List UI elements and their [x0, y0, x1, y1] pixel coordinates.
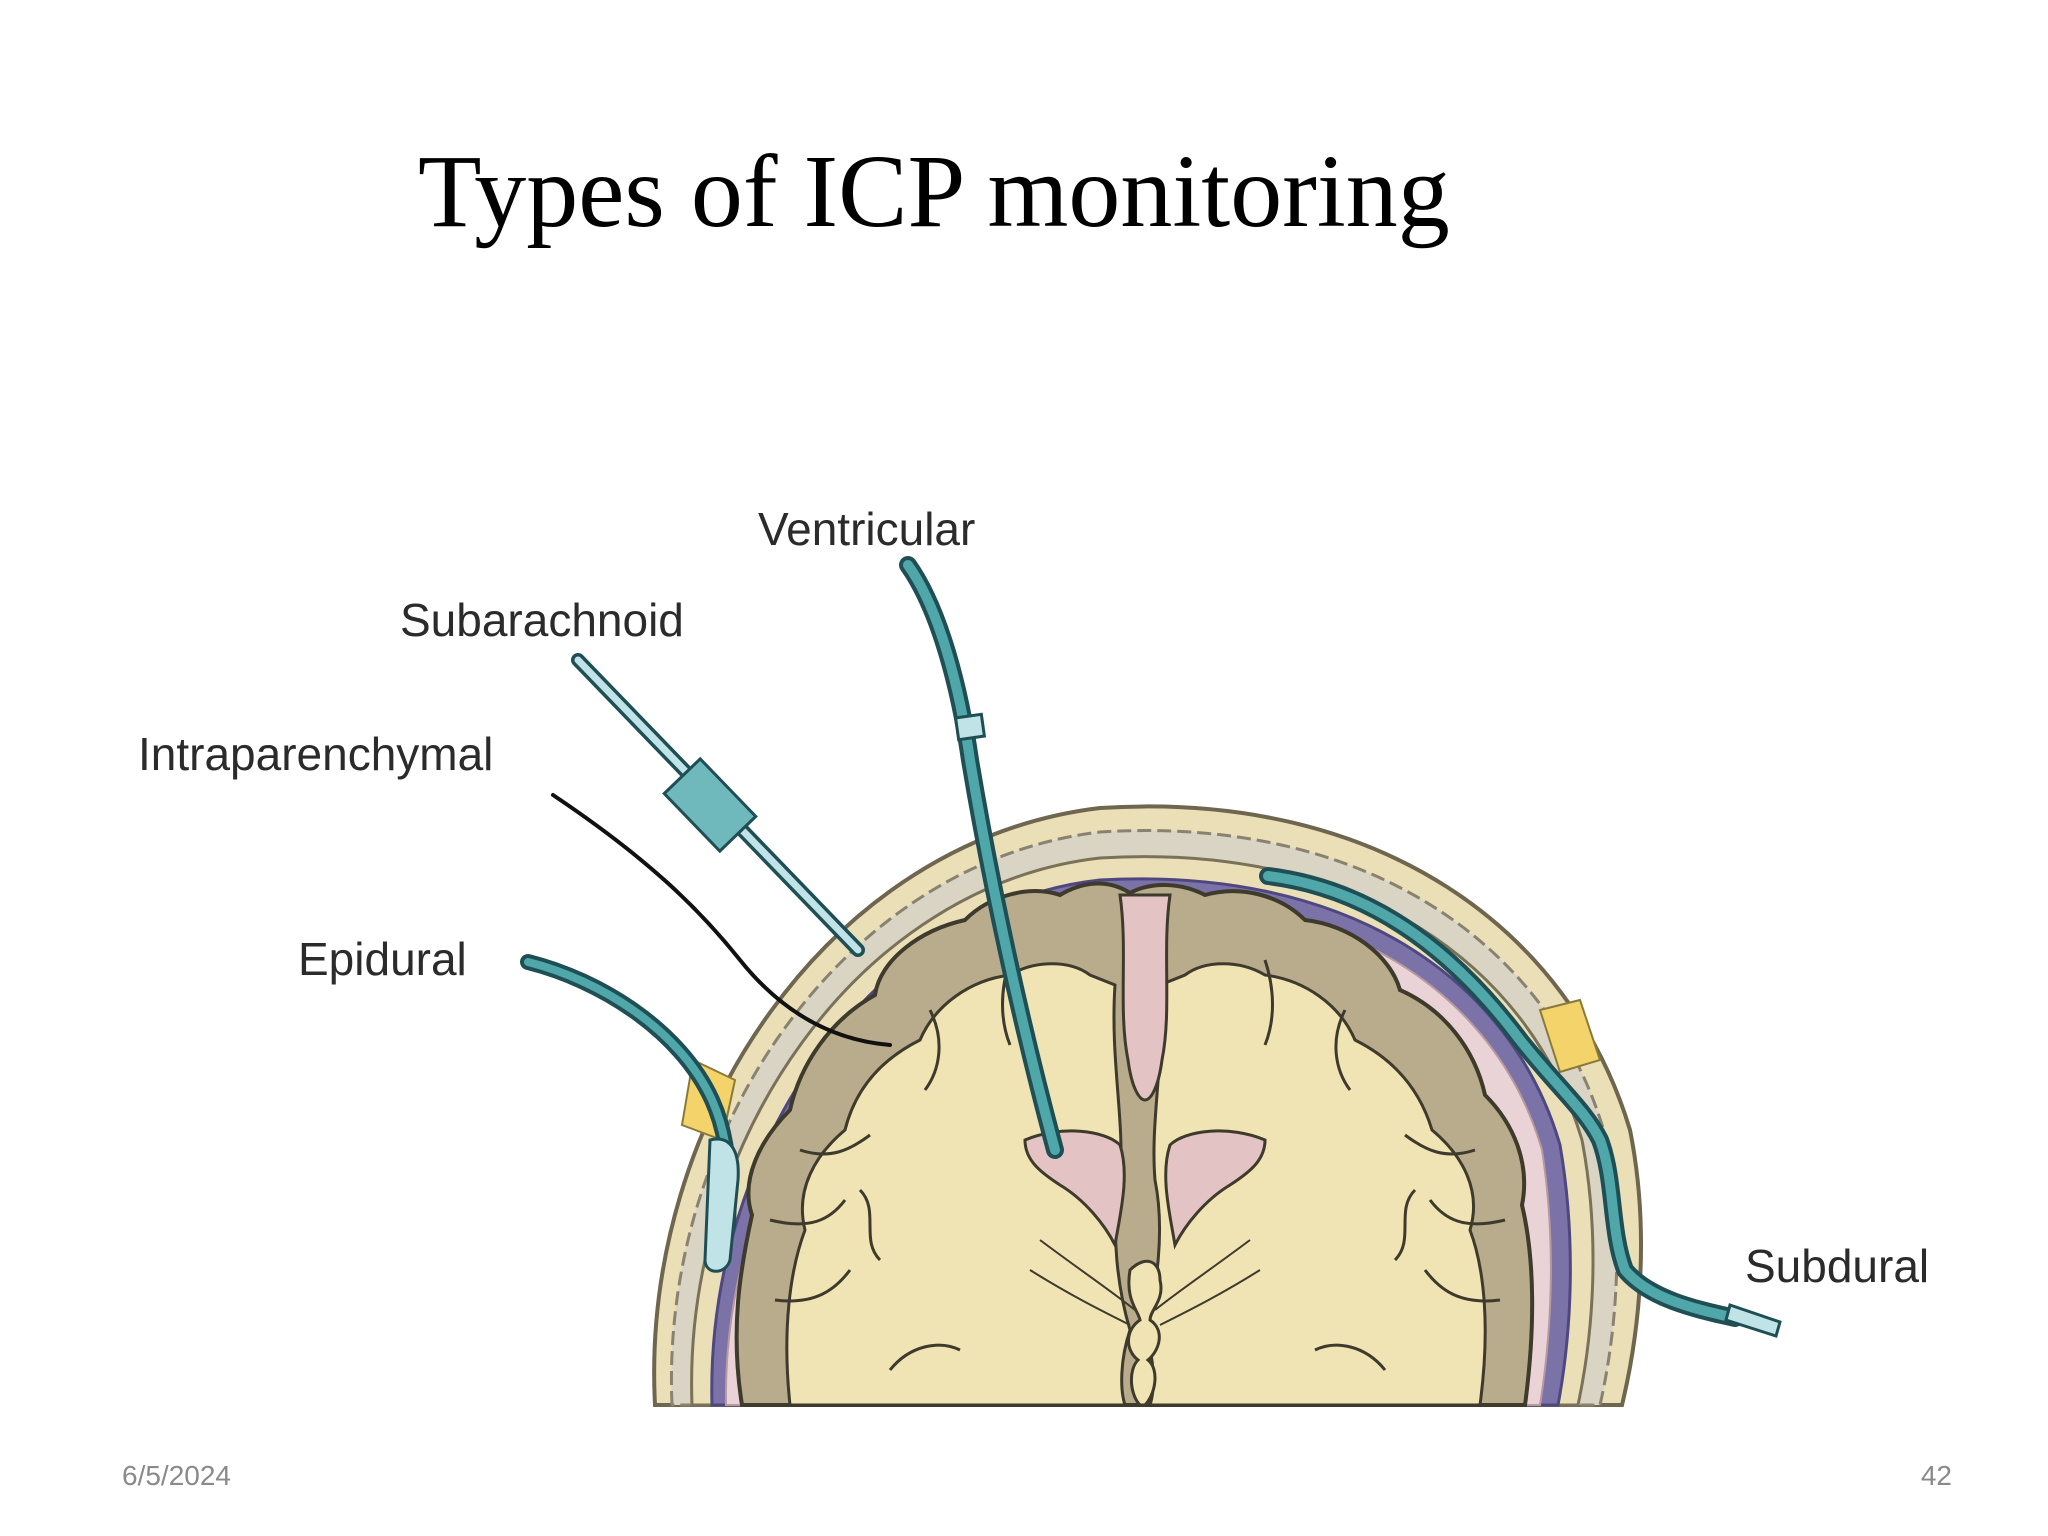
label-ventricular: Ventricular: [758, 503, 975, 555]
ventricle-left: [1023, 1129, 1126, 1250]
epidural-sensor: [703, 1137, 740, 1273]
subdural-catheter-core: [1263, 871, 1740, 1323]
ventricular-connector: [953, 712, 987, 742]
label-epidural: Epidural: [298, 933, 467, 985]
midbrain: [1029, 1239, 1261, 1326]
sulci-right: [1263, 959, 1506, 1371]
intraparenchymal-wire: [551, 793, 892, 1047]
label-subdural: Subdural: [1745, 1240, 1929, 1292]
slide-title: Types of ICP monitoring: [418, 134, 1450, 249]
label-intraparenchymal: Intraparenchymal: [138, 728, 493, 780]
white-matter-right: [1143, 962, 1487, 1407]
slide-date: 6/5/2024: [122, 1460, 231, 1491]
slide-page-number: 42: [1920, 1460, 1952, 1491]
catheters: [520, 556, 1782, 1338]
subdural-connector: [1724, 1303, 1782, 1338]
sulci-left: [769, 959, 1012, 1371]
longitudinal-fissure: [1118, 893, 1172, 1102]
right-burr-pad: [1538, 998, 1602, 1074]
head-cross-section: [652, 804, 1643, 1407]
diagram-labels: Ventricular Subarachnoid Intraparenchyma…: [138, 503, 1929, 1292]
brainstem: [1127, 1259, 1163, 1407]
subarachnoid-bolt: [662, 756, 758, 854]
ventricle-right: [1164, 1129, 1267, 1250]
label-subarachnoid: Subarachnoid: [400, 594, 684, 646]
ventricular-catheter-core: [903, 560, 1060, 1155]
